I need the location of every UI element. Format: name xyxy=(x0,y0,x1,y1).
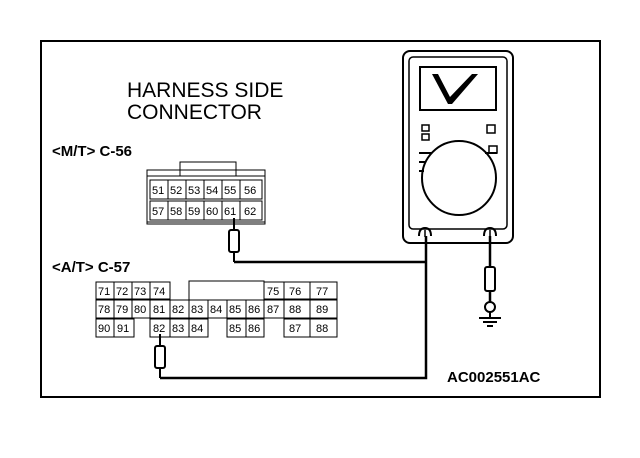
c56-pin: 60 xyxy=(206,206,218,218)
c57-pin: 76 xyxy=(289,286,301,298)
c56-pin: 52 xyxy=(170,185,182,197)
at-connector-label: <A/T> C-57 xyxy=(52,259,130,276)
c57-pin: 83 xyxy=(172,323,184,335)
c57-pin: 86 xyxy=(248,304,260,316)
c57-pin: 84 xyxy=(191,323,203,335)
c56-pin: 56 xyxy=(244,185,256,197)
c57-pin: 85 xyxy=(229,323,241,335)
voltmeter-icon xyxy=(402,50,514,244)
c57-pin: 74 xyxy=(153,286,165,298)
c56-pin: 55 xyxy=(224,185,236,197)
c57-pin: 77 xyxy=(316,286,328,298)
ground-lead xyxy=(484,236,496,313)
c56-pin: 51 xyxy=(152,185,164,197)
c56-pin: 53 xyxy=(188,185,200,197)
c57-pin: 71 xyxy=(98,286,110,298)
c56-pin: 59 xyxy=(188,206,200,218)
c57-pin: 75 xyxy=(267,286,279,298)
c57-pin: 89 xyxy=(316,304,328,316)
c56-pin: 62 xyxy=(244,206,256,218)
c57-pin: 83 xyxy=(191,304,203,316)
c57-pin: 85 xyxy=(229,304,241,316)
heading-line2: CONNECTOR xyxy=(127,101,262,124)
c56-pin: 54 xyxy=(206,185,218,197)
c56-pin: 57 xyxy=(152,206,164,218)
c57-pin: 81 xyxy=(153,304,165,316)
c57-pin: 91 xyxy=(117,323,129,335)
c57-pin: 88 xyxy=(289,304,301,316)
c57-pin: 82 xyxy=(153,323,165,335)
c56-pin: 58 xyxy=(170,206,182,218)
c57-pin: 80 xyxy=(134,304,146,316)
connector-c56: 51 52 53 54 55 56 57 58 59 60 61 62 xyxy=(146,161,266,225)
c56-pin-grid xyxy=(149,179,263,221)
c57-pin: 87 xyxy=(289,323,301,335)
figure-code: AC002551AC xyxy=(447,369,541,386)
c57-pin: 90 xyxy=(98,323,110,335)
c57-pin: 86 xyxy=(248,323,260,335)
test-probe-icon xyxy=(154,334,166,378)
ground-symbol-icon xyxy=(479,312,501,327)
test-lead-wire xyxy=(160,236,428,380)
heading-line1: HARNESS SIDE xyxy=(127,79,283,102)
c57-pin: 87 xyxy=(267,304,279,316)
c57-pin: 82 xyxy=(172,304,184,316)
c57-pin: 79 xyxy=(116,304,128,316)
diagram-frame xyxy=(40,40,601,398)
c56-pin: 61 xyxy=(224,206,236,218)
c57-pin: 72 xyxy=(116,286,128,298)
c57-pin: 88 xyxy=(316,323,328,335)
test-probe-icon xyxy=(228,218,240,262)
c57-pin: 73 xyxy=(134,286,146,298)
c57-pin: 84 xyxy=(210,304,222,316)
c57-pin: 78 xyxy=(98,304,110,316)
connector-c57: 71 72 73 74 75 76 77 78 79 80 81 82 83 8… xyxy=(95,280,338,338)
mt-connector-label: <M/T> C-56 xyxy=(52,143,132,160)
